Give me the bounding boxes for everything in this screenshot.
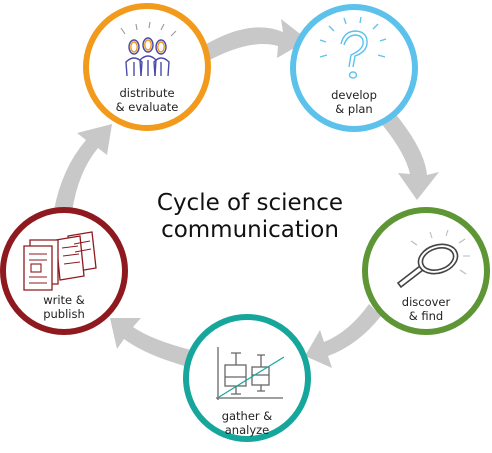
node-ring bbox=[83, 3, 211, 131]
question-mark-icon bbox=[319, 16, 387, 79]
magnifying-glass-icon bbox=[396, 229, 470, 289]
node-develop-plan: develop & plan bbox=[290, 4, 418, 132]
node-label-line2: publish bbox=[43, 307, 85, 321]
arrow-develop-to-discover bbox=[380, 112, 439, 200]
documents-icon bbox=[23, 231, 97, 291]
arrow-discover-to-gather bbox=[305, 304, 381, 368]
node-distribute-evaluate: distribute & evaluate bbox=[83, 3, 211, 131]
title-line-2: communication bbox=[161, 217, 339, 243]
node-write-publish: write & publish bbox=[0, 207, 128, 335]
node-discover-find: discover & find bbox=[362, 207, 490, 335]
node-label-line2: & evaluate bbox=[116, 100, 179, 114]
node-label-line1: distribute bbox=[119, 86, 174, 100]
node-label-line1: gather & bbox=[222, 409, 273, 423]
node-ring bbox=[183, 314, 311, 442]
node-ring bbox=[362, 207, 490, 335]
node-label-line1: develop bbox=[331, 88, 377, 102]
people-icon bbox=[120, 21, 177, 77]
title-line-1: Cycle of science bbox=[157, 190, 343, 216]
node-label-line2: & plan bbox=[335, 102, 372, 116]
node-label-line1: discover bbox=[402, 295, 451, 309]
arrow-write-to-distribute bbox=[54, 124, 112, 212]
box-plot-icon bbox=[216, 347, 285, 400]
node-label-line2: analyze bbox=[225, 423, 270, 437]
cycle-arrows bbox=[54, 19, 439, 368]
node-label-line2: & find bbox=[409, 309, 443, 323]
diagram-title: Cycle of science communication bbox=[157, 190, 343, 243]
trend-line bbox=[218, 356, 285, 398]
node-ring bbox=[290, 4, 418, 132]
node-label-line1: write & bbox=[43, 293, 85, 307]
node-gather-analyze: gather & analyze bbox=[183, 314, 311, 442]
arrow-distribute-to-develop bbox=[203, 19, 308, 62]
arrow-gather-to-write bbox=[110, 318, 191, 367]
